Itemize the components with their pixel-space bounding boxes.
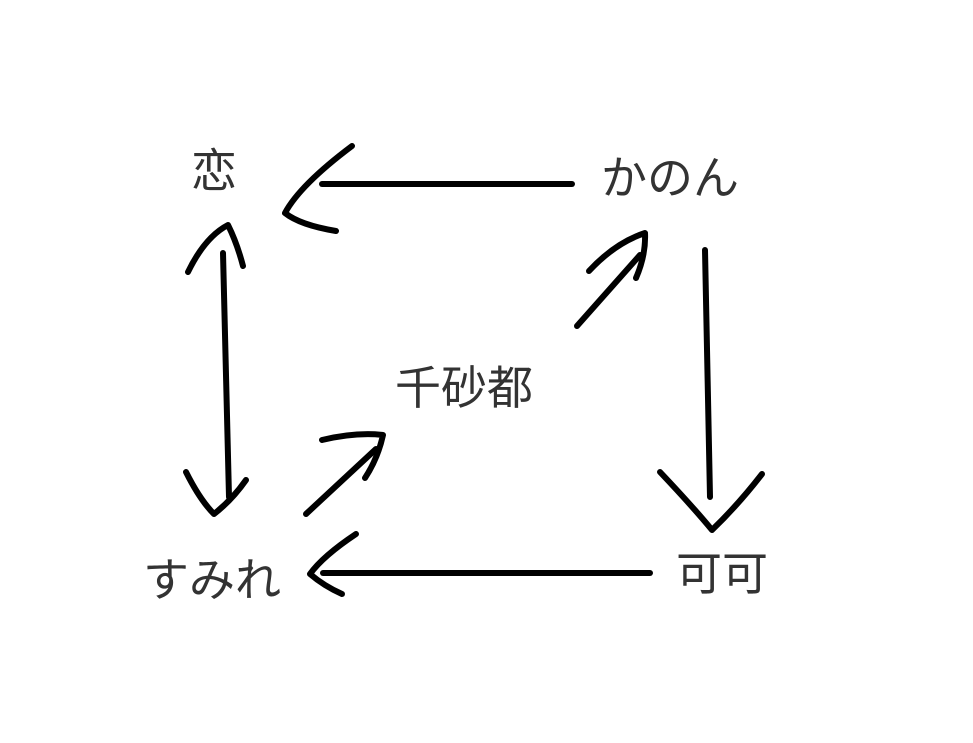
arrow-chisato-to-kanon xyxy=(574,252,643,329)
arrowhead-ren-from-sumire xyxy=(185,222,246,275)
arrowhead-sumire-from-keke xyxy=(307,531,359,597)
node-sumire: すみれ xyxy=(143,553,281,607)
arrowhead-chisato-from-sumire xyxy=(319,431,386,481)
arrow-kanon-to-keke xyxy=(702,247,713,500)
arrowhead-ren-from-kanon xyxy=(282,143,355,234)
node-kanon: かのん xyxy=(601,151,739,205)
node-chisato: 千砂都 xyxy=(395,361,533,415)
arrow-sumire-to-chisato xyxy=(303,446,379,517)
arrowhead-sumire-from-ren xyxy=(183,469,249,517)
arrowhead-keke-from-kanon xyxy=(657,469,765,533)
arrowhead-kanon-from-chisato xyxy=(586,230,649,281)
node-ren: 恋 xyxy=(191,144,237,198)
arrow-ren-sumire xyxy=(220,250,232,500)
node-keke: 可可 xyxy=(676,547,768,601)
